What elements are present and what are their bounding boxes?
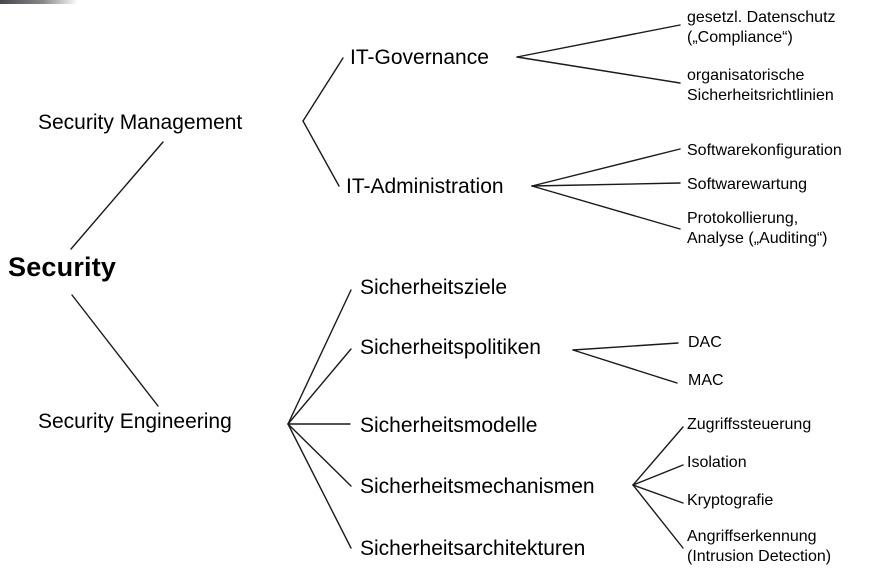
tree-node-softwarekonfiguration: Softwarekonfiguration xyxy=(687,142,842,159)
edge-line xyxy=(572,342,679,351)
tree-node-protokollierung: Protokollierung, Analyse („Auditing“) xyxy=(687,210,828,247)
edge-line xyxy=(632,484,684,504)
edge-line xyxy=(287,289,352,425)
tree-node-security-engineering: Security Engineering xyxy=(38,410,232,433)
tree-node-softwarewartung: Softwarewartung xyxy=(687,176,808,193)
edge-line xyxy=(302,120,340,187)
edge-line xyxy=(531,185,681,230)
edge-line xyxy=(71,294,159,407)
tree-node-zugriffssteuerung: Zugriffssteuerung xyxy=(687,416,812,433)
tree-node-security: Security xyxy=(8,252,117,282)
tree-node-it-administration: IT-Administration xyxy=(346,175,504,198)
edge-line xyxy=(287,423,352,549)
edge-line xyxy=(287,423,352,487)
tree-node-organisatorische-richtlinien: organisatorische Sicherheitsrichtlinien xyxy=(687,67,834,104)
edge-line xyxy=(302,57,344,122)
edge-line xyxy=(70,141,164,250)
edge-line xyxy=(531,148,681,187)
edge-line xyxy=(516,24,681,58)
tree-node-gesetzl-datenschutz: gesetzl. Datenschutz („Compliance“) xyxy=(687,9,836,46)
edge-line xyxy=(572,349,678,384)
edge-line xyxy=(632,464,684,486)
tree-node-dac: DAC xyxy=(688,334,722,351)
tree-node-it-governance: IT-Governance xyxy=(350,46,489,69)
edge-line xyxy=(632,484,684,549)
tree-node-sicherheitsmodelle: Sicherheitsmodelle xyxy=(360,414,538,437)
edge-line xyxy=(632,426,684,486)
edge-line xyxy=(287,348,352,425)
edge-line xyxy=(516,56,681,84)
tree-node-sicherheitspolitiken: Sicherheitspolitiken xyxy=(360,336,541,359)
tree-node-kryptografie: Kryptografie xyxy=(687,492,774,509)
edge-line xyxy=(531,182,681,187)
tree-node-sicherheitsarchitekturen: Sicherheitsarchitekturen xyxy=(360,537,586,560)
tree-node-sicherheitsmechanismen: Sicherheitsmechanismen xyxy=(360,475,595,498)
tree-node-security-management: Security Management xyxy=(38,111,243,134)
tree-node-isolation: Isolation xyxy=(687,454,747,471)
tree-node-angriffserkennung: Angriffserkennung (Intrusion Detection) xyxy=(687,528,832,565)
tree-node-sicherheitsziele: Sicherheitsziele xyxy=(360,276,508,299)
screenshot-edge-artifact xyxy=(0,0,78,4)
tree-node-mac: MAC xyxy=(688,372,724,389)
